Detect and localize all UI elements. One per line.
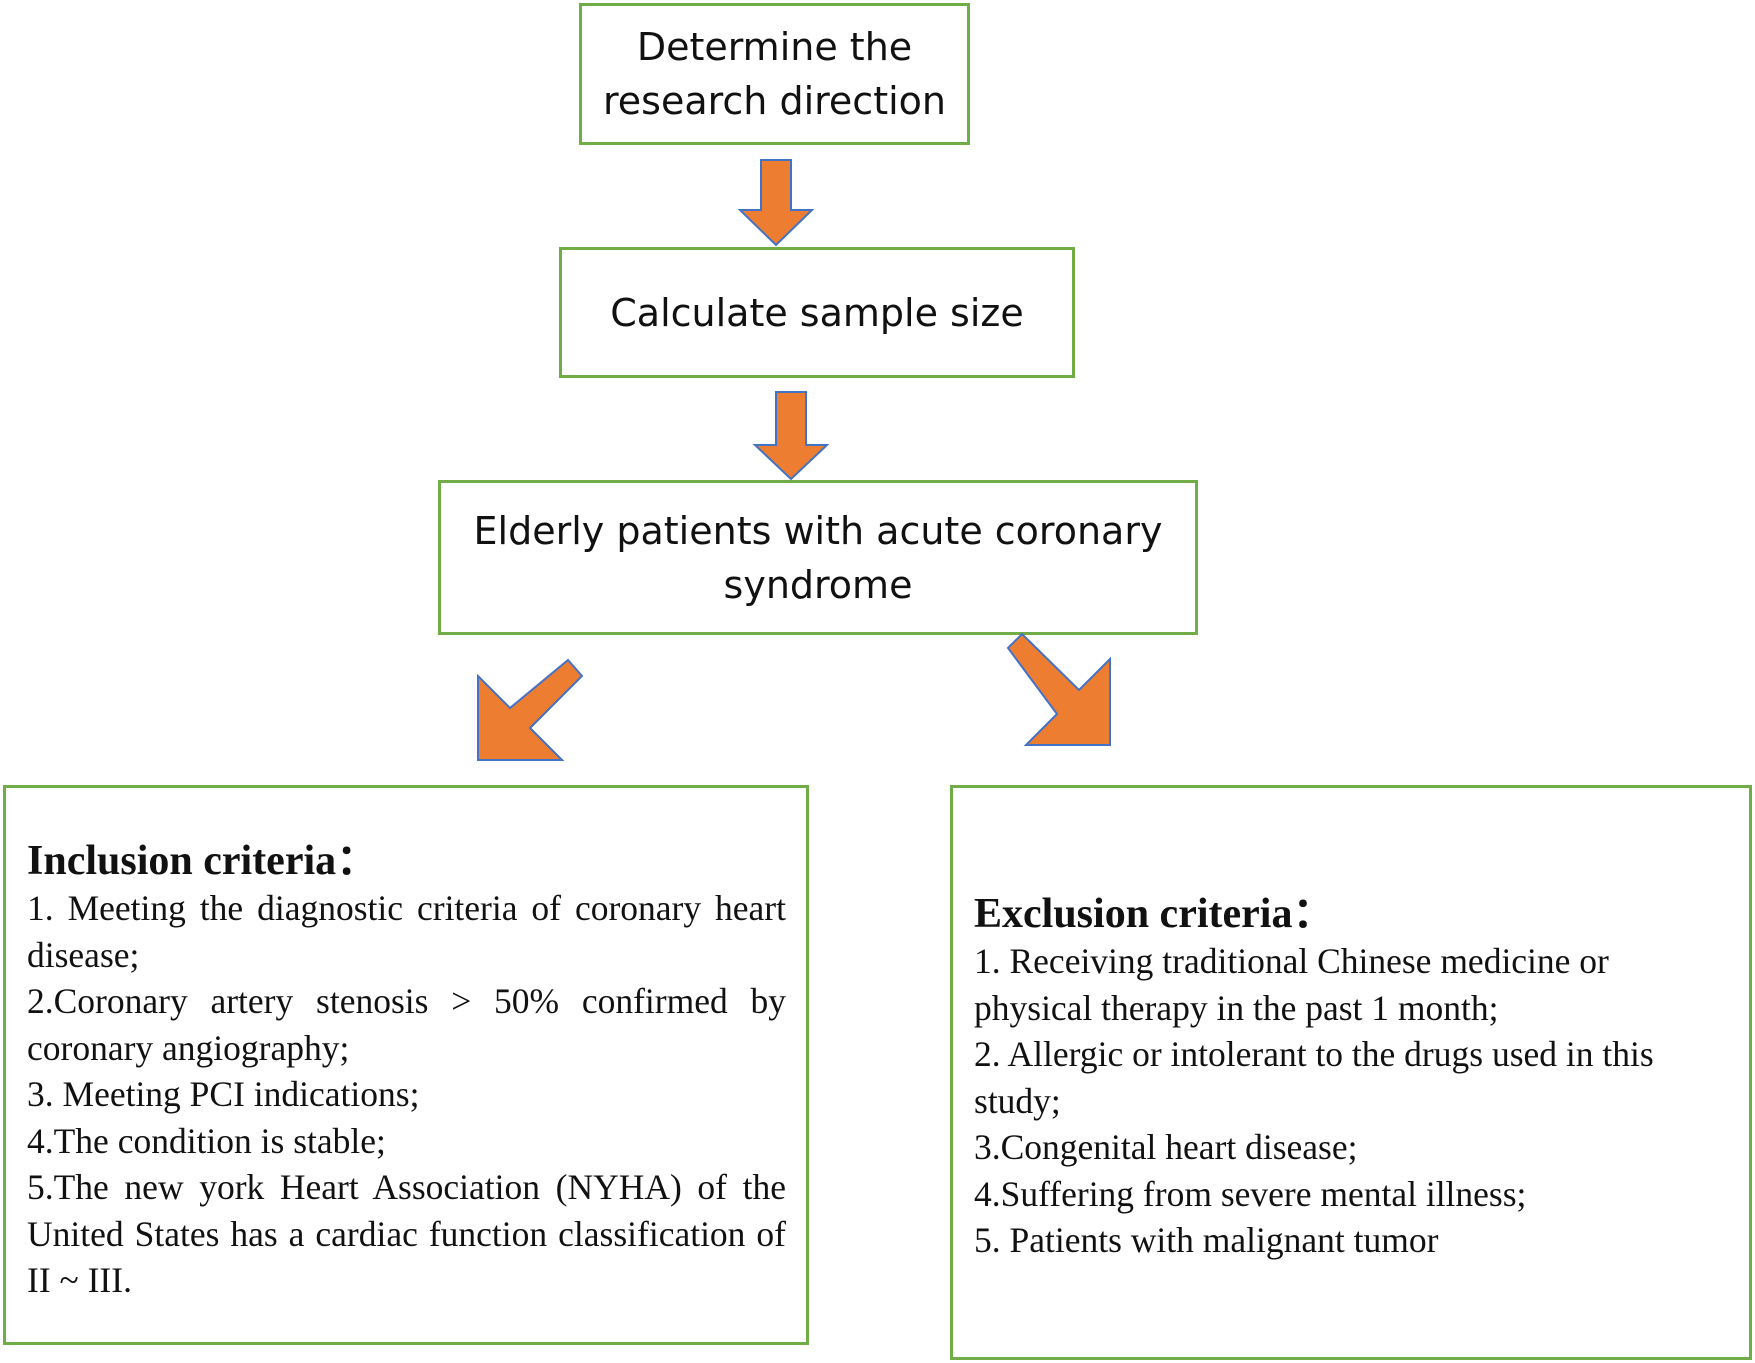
exclusion-criteria-box: Exclusion criteria： 1. Receiving traditi…: [950, 785, 1752, 1360]
node-line: syndrome: [723, 562, 913, 607]
inclusion-criteria-list: 1. Meeting the diagnostic criteria of co…: [27, 885, 786, 1304]
inclusion-item: 4.The condition is stable;: [27, 1120, 386, 1161]
inclusion-item: 2.Coronary artery stenosis > 50% confirm…: [27, 981, 786, 1068]
inclusion-item: 3. Meeting PCI indications;: [27, 1074, 420, 1114]
inclusion-criteria-title: Inclusion criteria：: [27, 838, 379, 884]
node-line: research direction: [602, 79, 946, 123]
arrow-down-left-icon: [477, 658, 584, 761]
node-patients: Elderly patients with acute coronary syn…: [438, 480, 1198, 635]
inclusion-item: 1. Meeting the diagnostic criteria of co…: [27, 888, 786, 975]
node-sample-size-label: Calculate sample size: [610, 286, 1023, 340]
exclusion-item: 5. Patients with malignant tumor: [974, 1220, 1439, 1260]
inclusion-item: 5.The new york Heart Association (NYHA) …: [27, 1167, 786, 1300]
arrow-down-icon: [737, 159, 815, 247]
node-line: Determine the: [636, 25, 913, 69]
arrow-down-icon: [752, 391, 830, 481]
node-line: Calculate sample size: [610, 290, 1024, 335]
exclusion-item: 3.Congenital heart disease;: [974, 1127, 1358, 1167]
inclusion-criteria-box: Inclusion criteria： 1. Meeting the diagn…: [3, 785, 809, 1345]
exclusion-criteria-list: 1. Receiving traditional Chinese medicin…: [974, 938, 1729, 1264]
node-sample-size: Calculate sample size: [559, 247, 1075, 378]
node-research-direction-label: Determine the research direction: [603, 20, 946, 128]
exclusion-item: 1. Receiving traditional Chinese medicin…: [974, 941, 1609, 1028]
exclusion-criteria-title: Exclusion criteria：: [974, 891, 1335, 937]
node-patients-label: Elderly patients with acute coronary syn…: [474, 504, 1163, 612]
node-research-direction: Determine the research direction: [579, 3, 970, 145]
node-line: Elderly patients with acute coronary: [473, 508, 1163, 553]
arrow-down-right-icon: [1006, 632, 1111, 746]
exclusion-item: 2. Allergic or intolerant to the drugs u…: [974, 1034, 1654, 1121]
exclusion-item: 4.Suffering from severe mental illness;: [974, 1173, 1527, 1214]
